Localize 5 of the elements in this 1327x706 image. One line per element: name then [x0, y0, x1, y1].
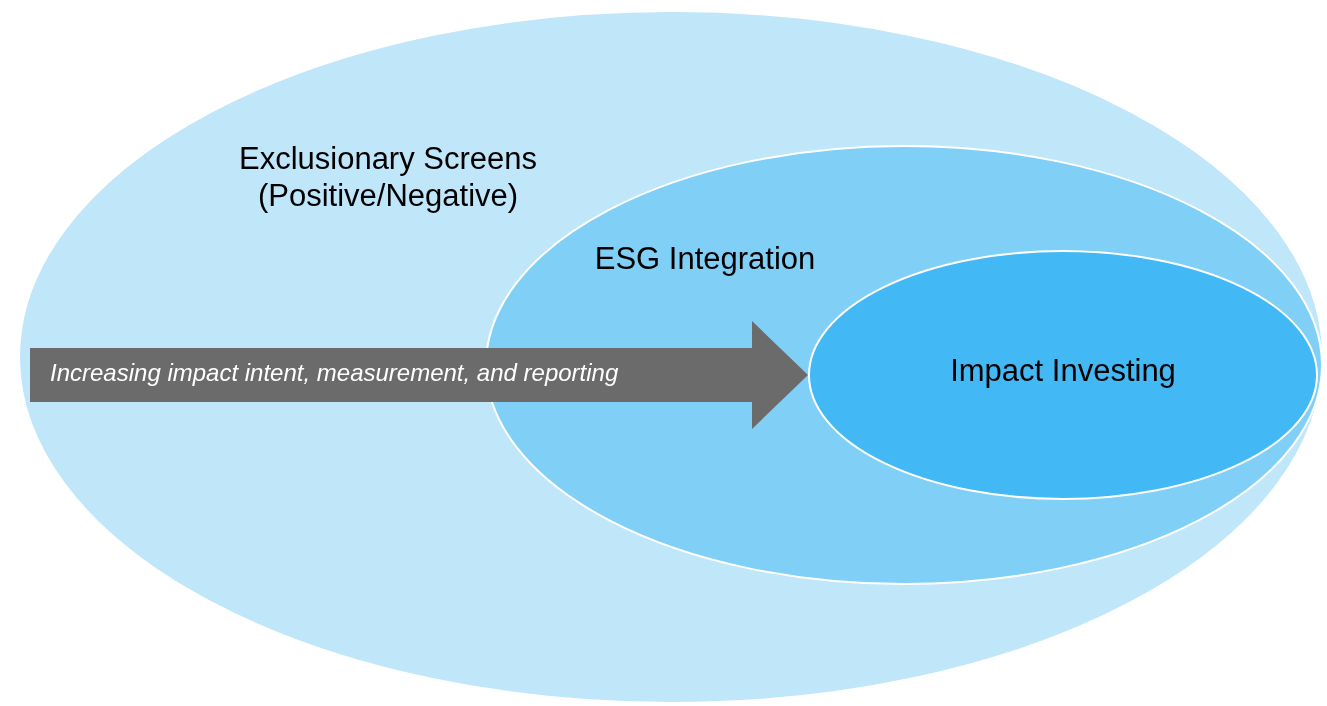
- block-arrow: [30, 321, 808, 429]
- arrow-label: Increasing impact intent, measurement, and reporting: [50, 359, 619, 387]
- group-label: Impact Investing: [949, 352, 1177, 390]
- group-label: ESG Integration: [593, 240, 817, 278]
- group-label: Exclusionary Screens (Positive/Negative): [237, 140, 539, 215]
